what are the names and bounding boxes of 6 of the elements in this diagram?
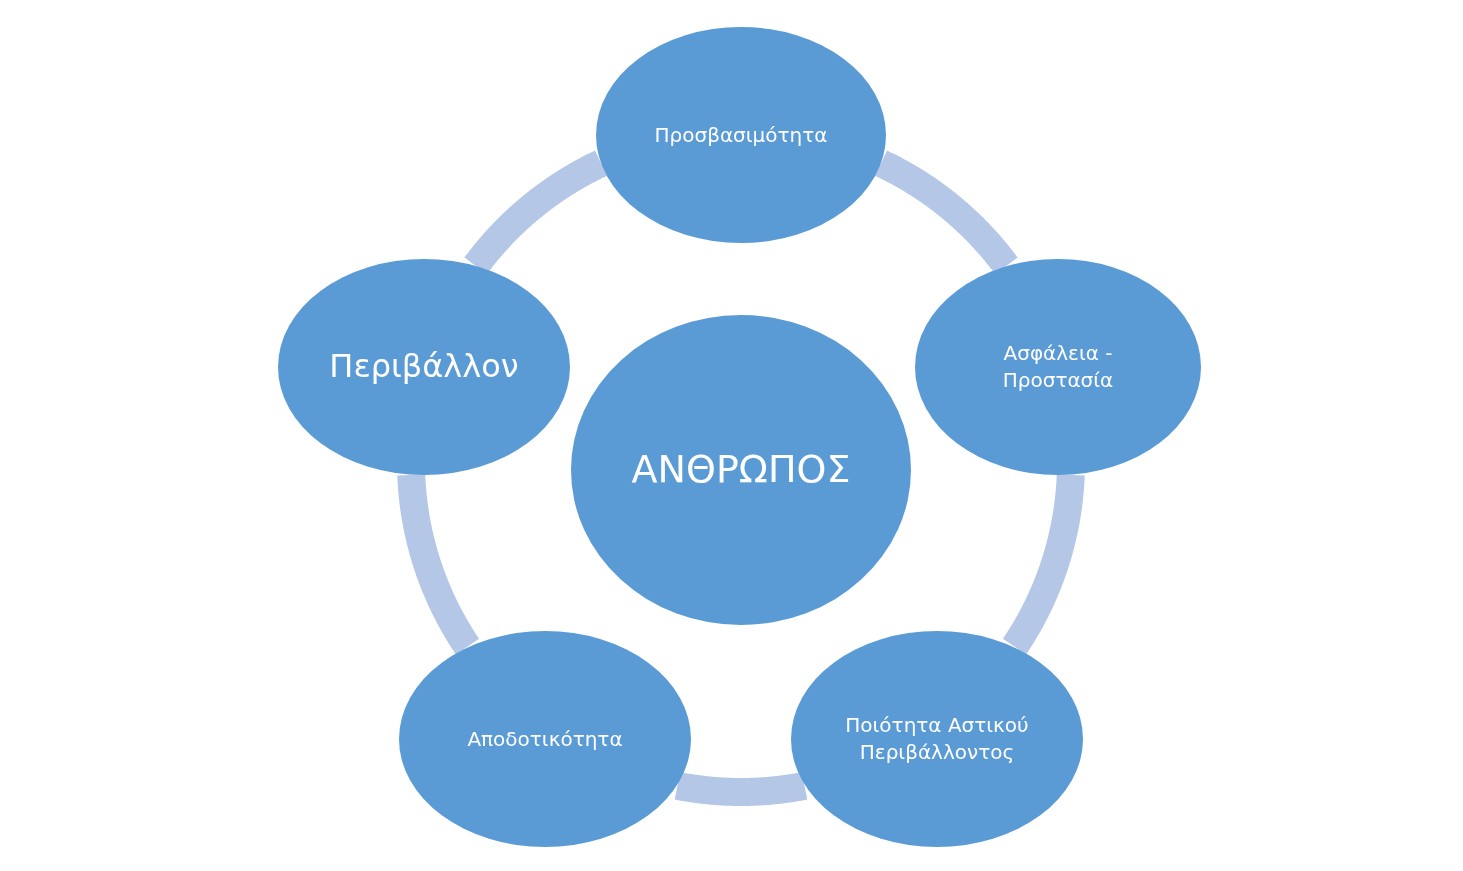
- node-label: Ασφάλεια - Προστασία: [1001, 340, 1115, 394]
- node-label: Προσβασιμότητα: [654, 121, 828, 149]
- node-label: Αποδοτικότητα: [467, 725, 623, 753]
- node-label: Περιβάλλον: [329, 346, 519, 388]
- node-label: Ποιότητα Αστικού Περιβάλλοντος: [844, 712, 1030, 766]
- node-label: ΑΝΘΡΩΠΟΣ: [631, 446, 851, 494]
